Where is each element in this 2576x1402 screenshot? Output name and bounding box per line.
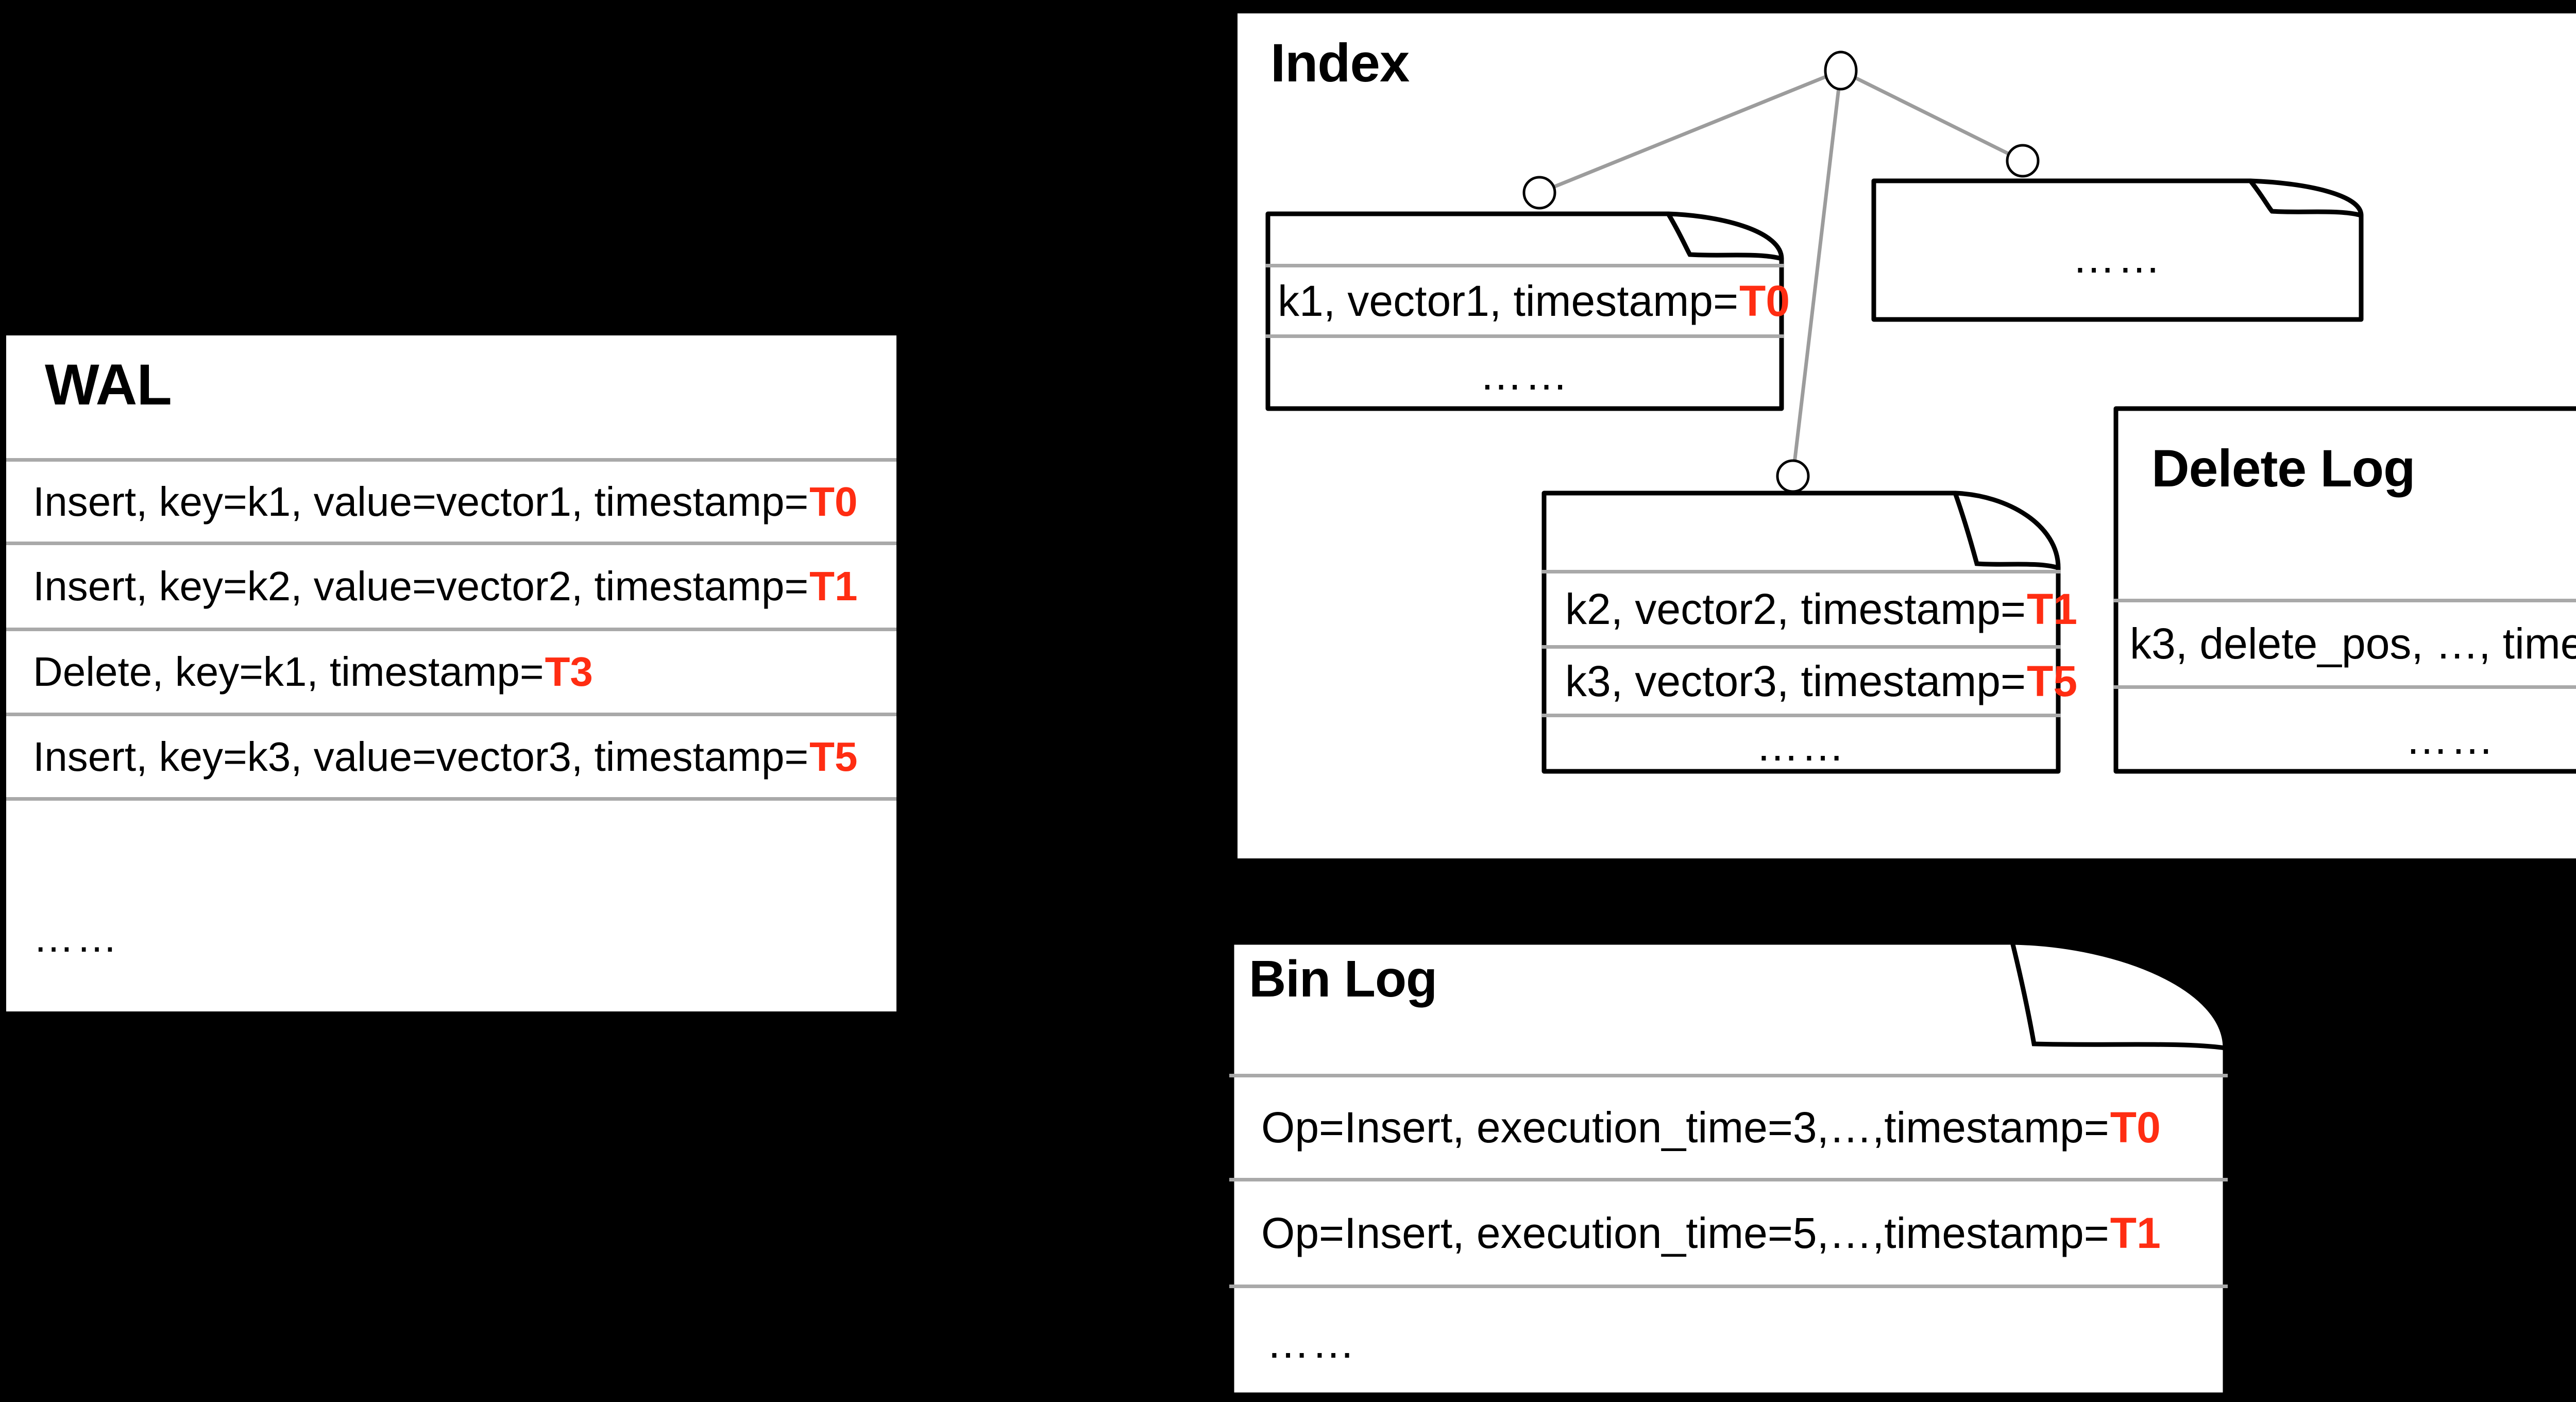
index-segment-file-k2k3: k2, vector2, timestamp=T1 k3, vector3, t… bbox=[1541, 491, 2077, 774]
timestamp-value: T0 bbox=[1739, 276, 1790, 325]
wal-row-insert-k3: Insert, key=k3, value=vector3, timestamp… bbox=[6, 713, 896, 797]
note-outline bbox=[1265, 211, 1784, 411]
timestamp-value: T5 bbox=[2027, 656, 2078, 705]
delete-log-row-k3: k3, delete_pos, …, timestamp=T3 bbox=[2113, 599, 2576, 685]
timestamp-value: T1 bbox=[2110, 1208, 2161, 1257]
note-outline bbox=[1541, 491, 2061, 774]
wal-row-insert-k1: Insert, key=k1, value=vector1, timestamp… bbox=[6, 458, 896, 542]
bin-log-title-section: Bin Log bbox=[1229, 940, 2228, 1074]
wal-row-text: Delete, key=k1, timestamp= bbox=[33, 649, 544, 695]
folded-corner-icon bbox=[2010, 940, 2228, 1051]
folded-corner-icon bbox=[2248, 178, 2364, 218]
timestamp-value: T5 bbox=[809, 733, 858, 780]
wal-row-ellipsis: …… bbox=[6, 797, 896, 1011]
index-title: Index bbox=[1270, 33, 1410, 93]
wal-title-section: WAL bbox=[6, 335, 896, 458]
note-page-shape bbox=[1541, 491, 2061, 774]
note-page-shape bbox=[1229, 940, 2228, 1397]
wal-panel: WAL Insert, key=k1, value=vector1, times… bbox=[6, 335, 896, 1011]
note-page-shape bbox=[1871, 178, 2364, 322]
note-outline bbox=[1871, 178, 2364, 322]
delete-log-row-ellipsis: …… bbox=[2113, 685, 2576, 774]
segment-row-k2: k2, vector2, timestamp=T1 bbox=[1541, 570, 2077, 645]
delete-log-title: Delete Log bbox=[2151, 439, 2415, 498]
wal-row-insert-k2: Insert, key=k2, value=vector2, timestamp… bbox=[6, 542, 896, 628]
segment-row-k3: k3, vector3, timestamp=T5 bbox=[1541, 645, 2077, 714]
segment-row-k1: k1, vector1, timestamp=T0 bbox=[1265, 264, 1790, 334]
timestamp-value: T0 bbox=[809, 478, 858, 525]
bin-log-row-t1: Op=Insert, execution_time=5,…,timestamp=… bbox=[1229, 1178, 2228, 1285]
delete-log-title-section: Delete Log bbox=[2113, 406, 2576, 599]
timestamp-value: T0 bbox=[2110, 1103, 2161, 1152]
index-segment-file-k1: k1, vector1, timestamp=T0 …… bbox=[1265, 211, 1790, 411]
bin-log-row-t0: Op=Insert, execution_time=3,…,timestamp=… bbox=[1229, 1074, 2228, 1178]
folded-corner-icon bbox=[1666, 211, 1784, 261]
note-page-shape bbox=[1265, 211, 1784, 411]
segment-row-ellipsis: …… bbox=[2072, 233, 2163, 282]
segment-row-ellipsis: …… bbox=[1265, 334, 1784, 411]
wal-row-text: Insert, key=k3, value=vector3, timestamp… bbox=[33, 733, 809, 780]
timestamp-value: T1 bbox=[2027, 585, 2078, 633]
index-segment-file-more: …… bbox=[1871, 178, 2364, 322]
bin-log-panel: Bin Log Op=Insert, execution_time=3,…,ti… bbox=[1229, 940, 2228, 1397]
wal-row-delete-k1: Delete, key=k1, timestamp=T3 bbox=[6, 628, 896, 713]
bin-log-row-ellipsis: …… bbox=[1229, 1285, 2228, 1397]
note-outline bbox=[1229, 940, 2228, 1397]
note-outline bbox=[2113, 406, 2576, 774]
segment-row-ellipsis: …… bbox=[1541, 714, 2061, 774]
bin-log-title: Bin Log bbox=[1249, 950, 1437, 1008]
wal-title: WAL bbox=[45, 352, 172, 417]
timestamp-value: T3 bbox=[545, 649, 593, 695]
note-header-space bbox=[1541, 491, 2061, 570]
delete-log-panel: Delete Log k3, delete_pos, …, timestamp=… bbox=[2113, 406, 2576, 774]
folded-corner-icon bbox=[1953, 491, 2061, 570]
note-header-space bbox=[1265, 211, 1784, 264]
timestamp-value: T1 bbox=[809, 563, 858, 609]
wal-row-text: Insert, key=k2, value=vector2, timestamp… bbox=[33, 563, 809, 609]
note-page-shape bbox=[2113, 406, 2576, 774]
wal-row-text: Insert, key=k1, value=vector1, timestamp… bbox=[33, 478, 809, 525]
